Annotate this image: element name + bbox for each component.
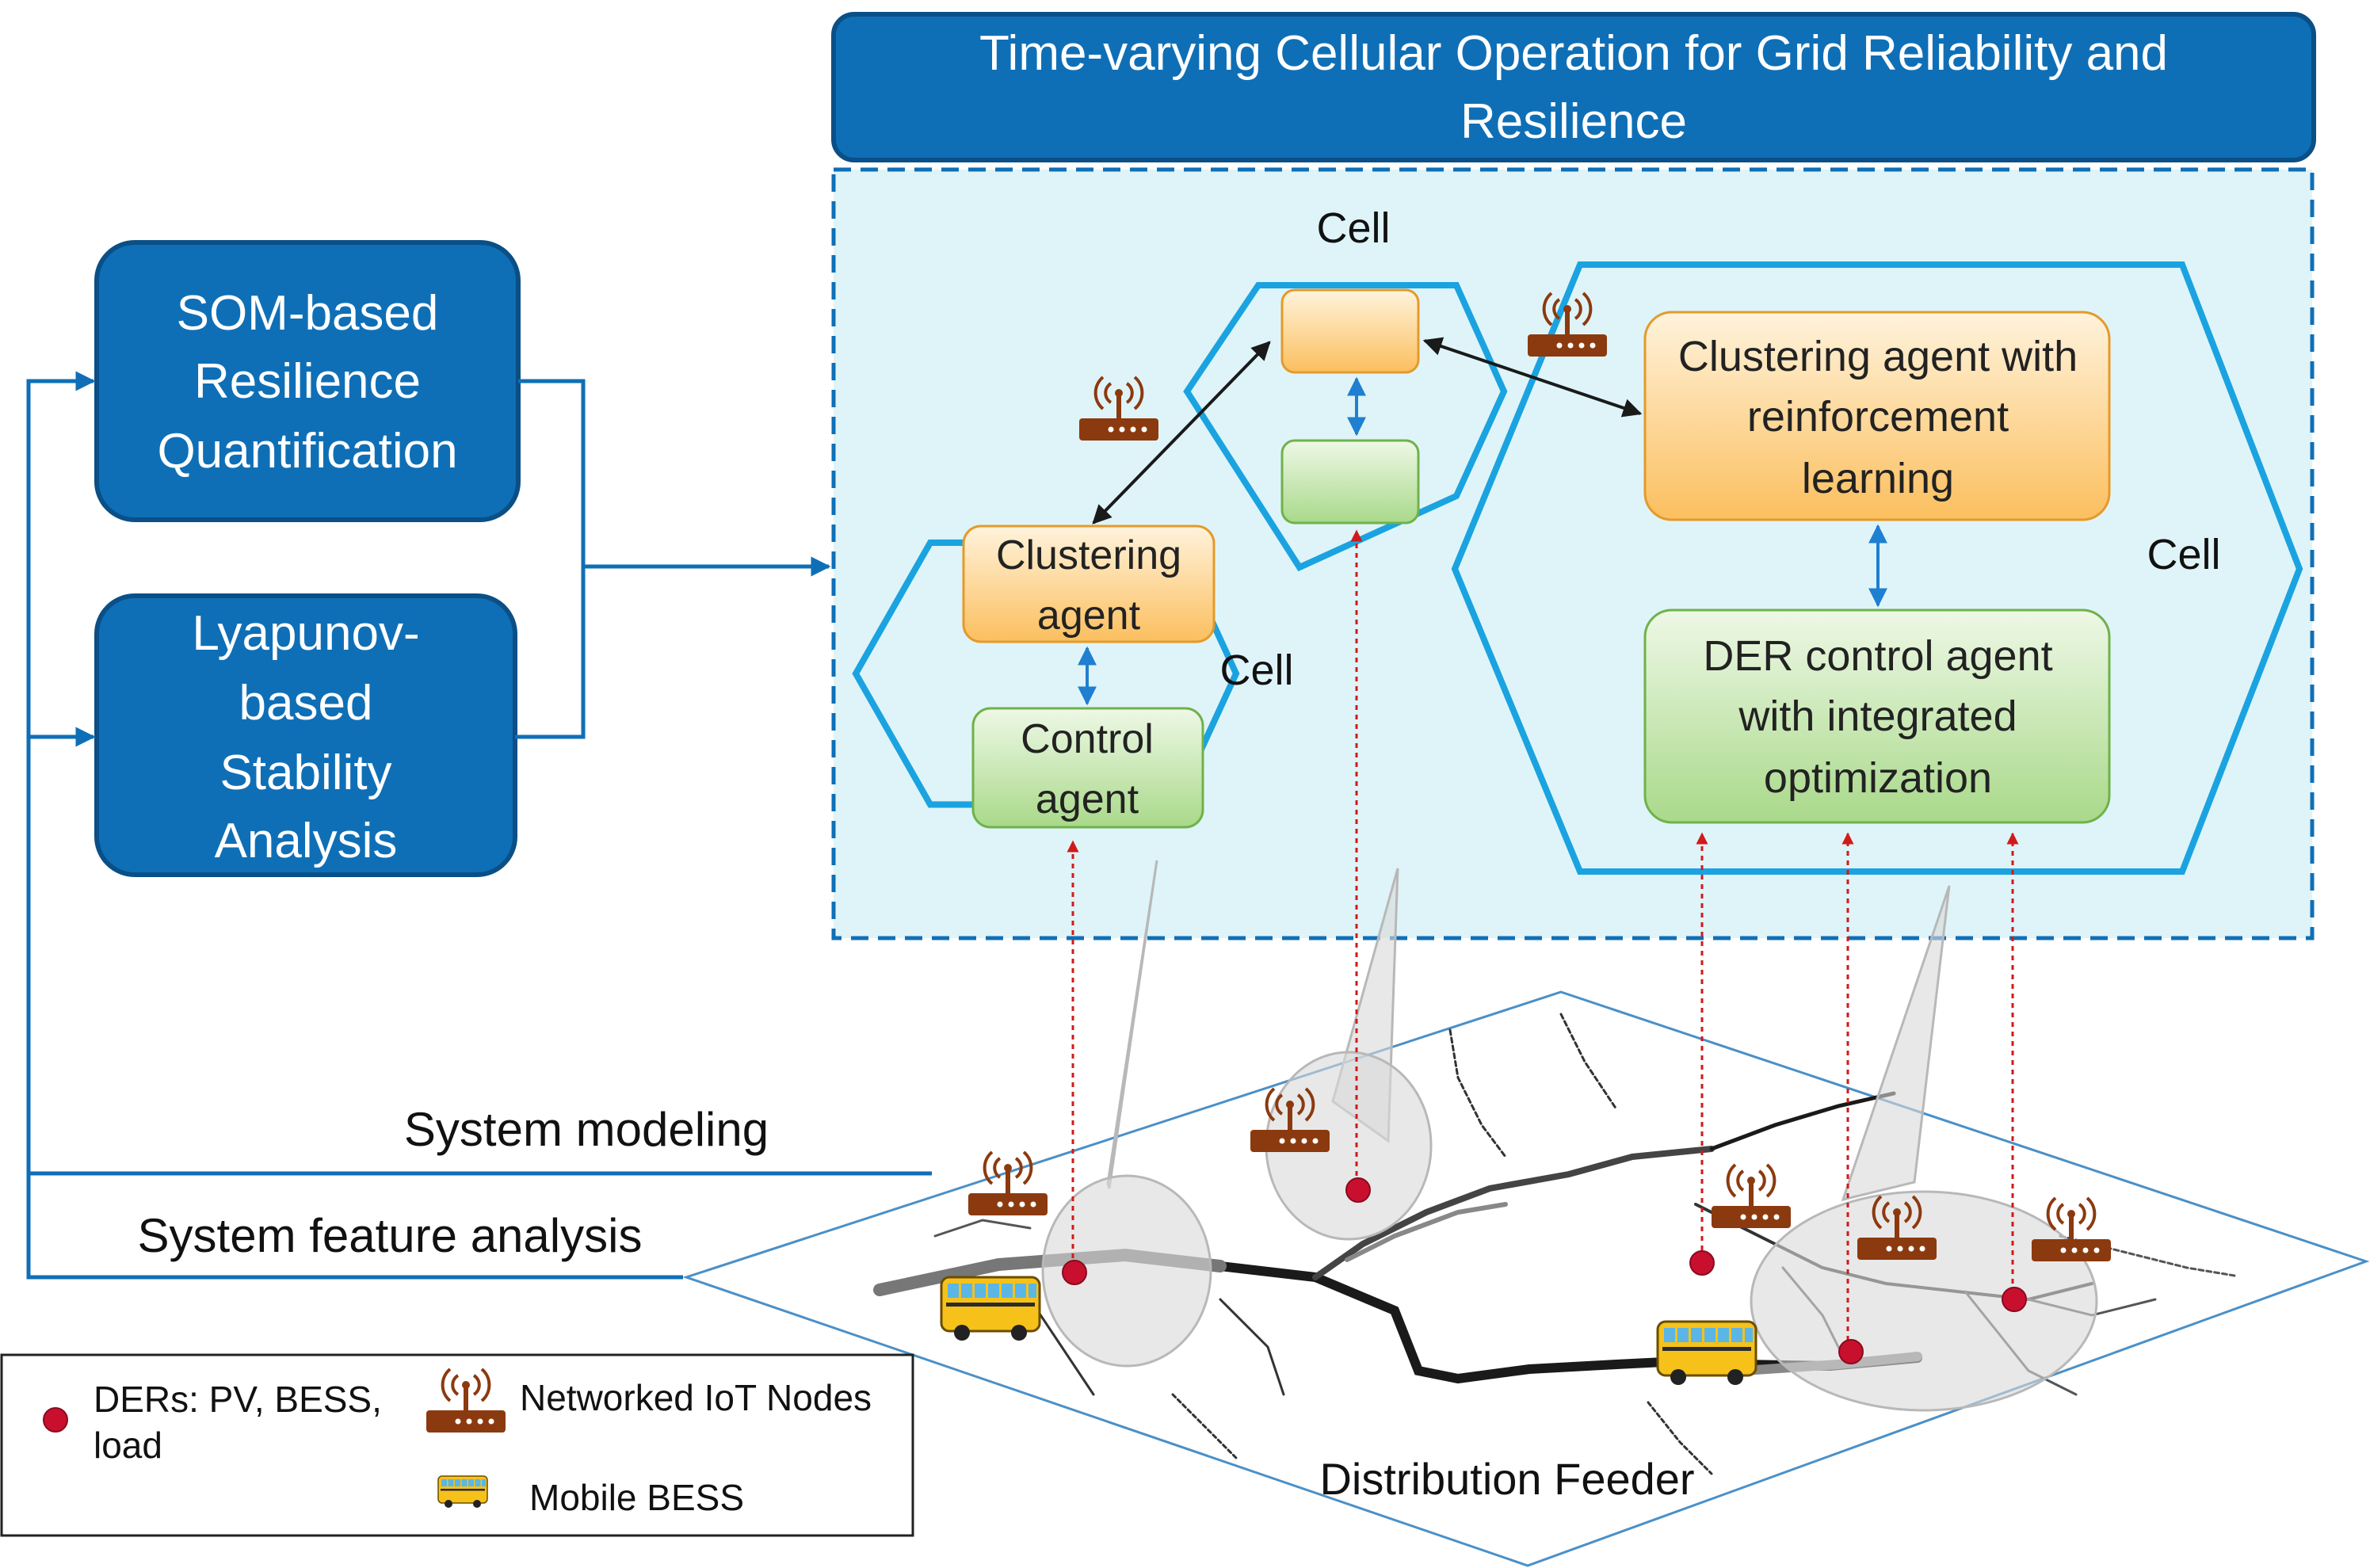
left-control-line1: Control — [1021, 716, 1154, 762]
legend-iot-label: Networked IoT Nodes — [520, 1377, 872, 1418]
cell-label-right: Cell — [2147, 531, 2220, 578]
lyapunov-line4: Analysis — [215, 814, 398, 868]
legend-der-line2: load — [94, 1425, 162, 1466]
legend-der-line1: DERs: PV, BESS, — [94, 1379, 382, 1420]
lyapunov-line1: Lyapunov- — [192, 606, 419, 661]
comm-link-center-right — [1422, 337, 1643, 418]
system-modeling-label: System modeling — [404, 1103, 769, 1156]
lyapunov-line2: based — [239, 676, 373, 731]
right-der-control-agent-box — [1643, 609, 2111, 824]
legend-bus-icon — [437, 1475, 488, 1509]
comm-link-left-center — [1092, 341, 1271, 525]
right-clustering-line3: learning — [1802, 455, 1954, 502]
right-control-line3: optimization — [1764, 754, 1992, 802]
left-clustering-line1: Clustering — [996, 532, 1181, 578]
feeder-plane — [682, 990, 2370, 1567]
left-clustering-line2: agent — [1037, 593, 1141, 639]
header-title-line1: Time-varying Cellular Operation for Grid… — [979, 26, 2168, 81]
right-clustering-line1: Clustering agent with — [1678, 333, 2078, 380]
header-title-line2: Resilience — [1460, 94, 1687, 149]
distribution-feeder-label: Distribution Feeder — [1319, 1454, 1694, 1504]
right-control-line2: with integrated — [1738, 692, 2017, 740]
cell-right-hexagon — [1451, 261, 2303, 875]
legend-der-dot-icon — [43, 1407, 68, 1433]
som-line1: SOM-based — [177, 286, 439, 341]
som-line2: Resilience — [194, 354, 421, 409]
bus-icon-feeder-left — [940, 1276, 1041, 1342]
center-clustering-agent-box — [1280, 288, 1420, 374]
right-control-line1: DER control agent — [1703, 632, 2052, 680]
cell-label-left: Cell — [1219, 647, 1293, 694]
header-bar — [831, 12, 2316, 162]
bus-icon-feeder-right — [1656, 1320, 1757, 1387]
left-control-agent-box — [971, 707, 1204, 829]
connector-lines — [26, 371, 932, 1280]
legend-mobile-label: Mobile BESS — [529, 1477, 744, 1518]
right-clustering-line2: reinforcement — [1747, 393, 2009, 441]
cell-callouts — [1041, 860, 2098, 1412]
cell-label-center: Cell — [1316, 204, 1390, 252]
left-control-line2: agent — [1036, 776, 1139, 822]
right-clustering-agent-box — [1643, 311, 2111, 521]
som-line3: Quantification — [157, 424, 457, 479]
legend — [0, 1353, 914, 1537]
cell-left-hexagon — [852, 539, 1240, 808]
center-control-agent-box — [1280, 439, 1420, 525]
der-dots — [1062, 1177, 2027, 1364]
measurement-lines — [1067, 529, 2019, 1350]
system-feature-label: System feature analysis — [138, 1209, 643, 1262]
lyapunov-line3: Stability — [219, 746, 391, 800]
left-clustering-agent-box — [962, 525, 1216, 643]
